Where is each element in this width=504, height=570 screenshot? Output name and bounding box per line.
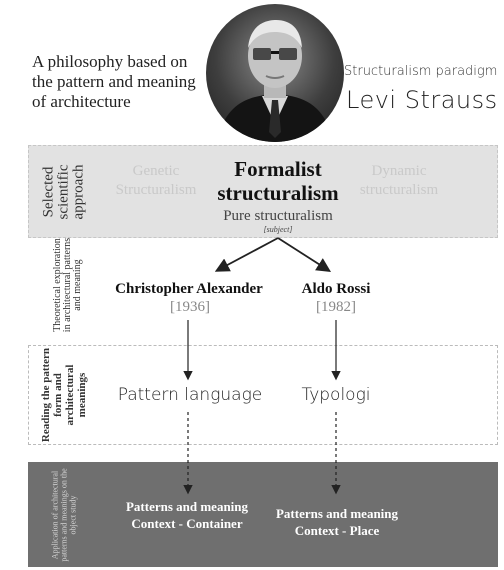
reading-band (28, 345, 498, 445)
alexander-name: Christopher Alexander (115, 281, 263, 297)
portrait-photo (206, 4, 344, 142)
genetic-structuralism-label: Genetic Structuralism (115, 163, 197, 198)
alexander-year: [1936] (170, 299, 210, 315)
place-outcome-label: Patterns and meaning Context - Place (275, 506, 399, 538)
rossi-year: [1982] (316, 299, 356, 315)
container-outcome-label: Patterns and meaning Context - Container (125, 499, 249, 531)
approach-band (28, 145, 498, 238)
arrow-to-rossi (277, 237, 332, 272)
pure-structuralism-label: Pure structuralism (223, 208, 333, 224)
paradigm-label: Structuralism paradigm (344, 64, 498, 79)
rossi-name: Aldo Rossi (301, 281, 371, 297)
arrow-to-alexander (214, 237, 279, 272)
formalist-structuralism-title: Formalist structuralism (217, 157, 339, 205)
person-name: Levi Strauss (346, 86, 498, 114)
subject-note: [subject] (263, 225, 293, 234)
intro-text: A philosophy based on the pattern and me… (32, 52, 196, 111)
dynamic-structuralism-label: Dynamic structuralism (359, 163, 439, 198)
person-portrait-icon (216, 20, 334, 142)
typologi-label: Typologi (301, 385, 371, 405)
pattern-language-label: Pattern language (117, 385, 263, 405)
application-band (28, 462, 498, 567)
